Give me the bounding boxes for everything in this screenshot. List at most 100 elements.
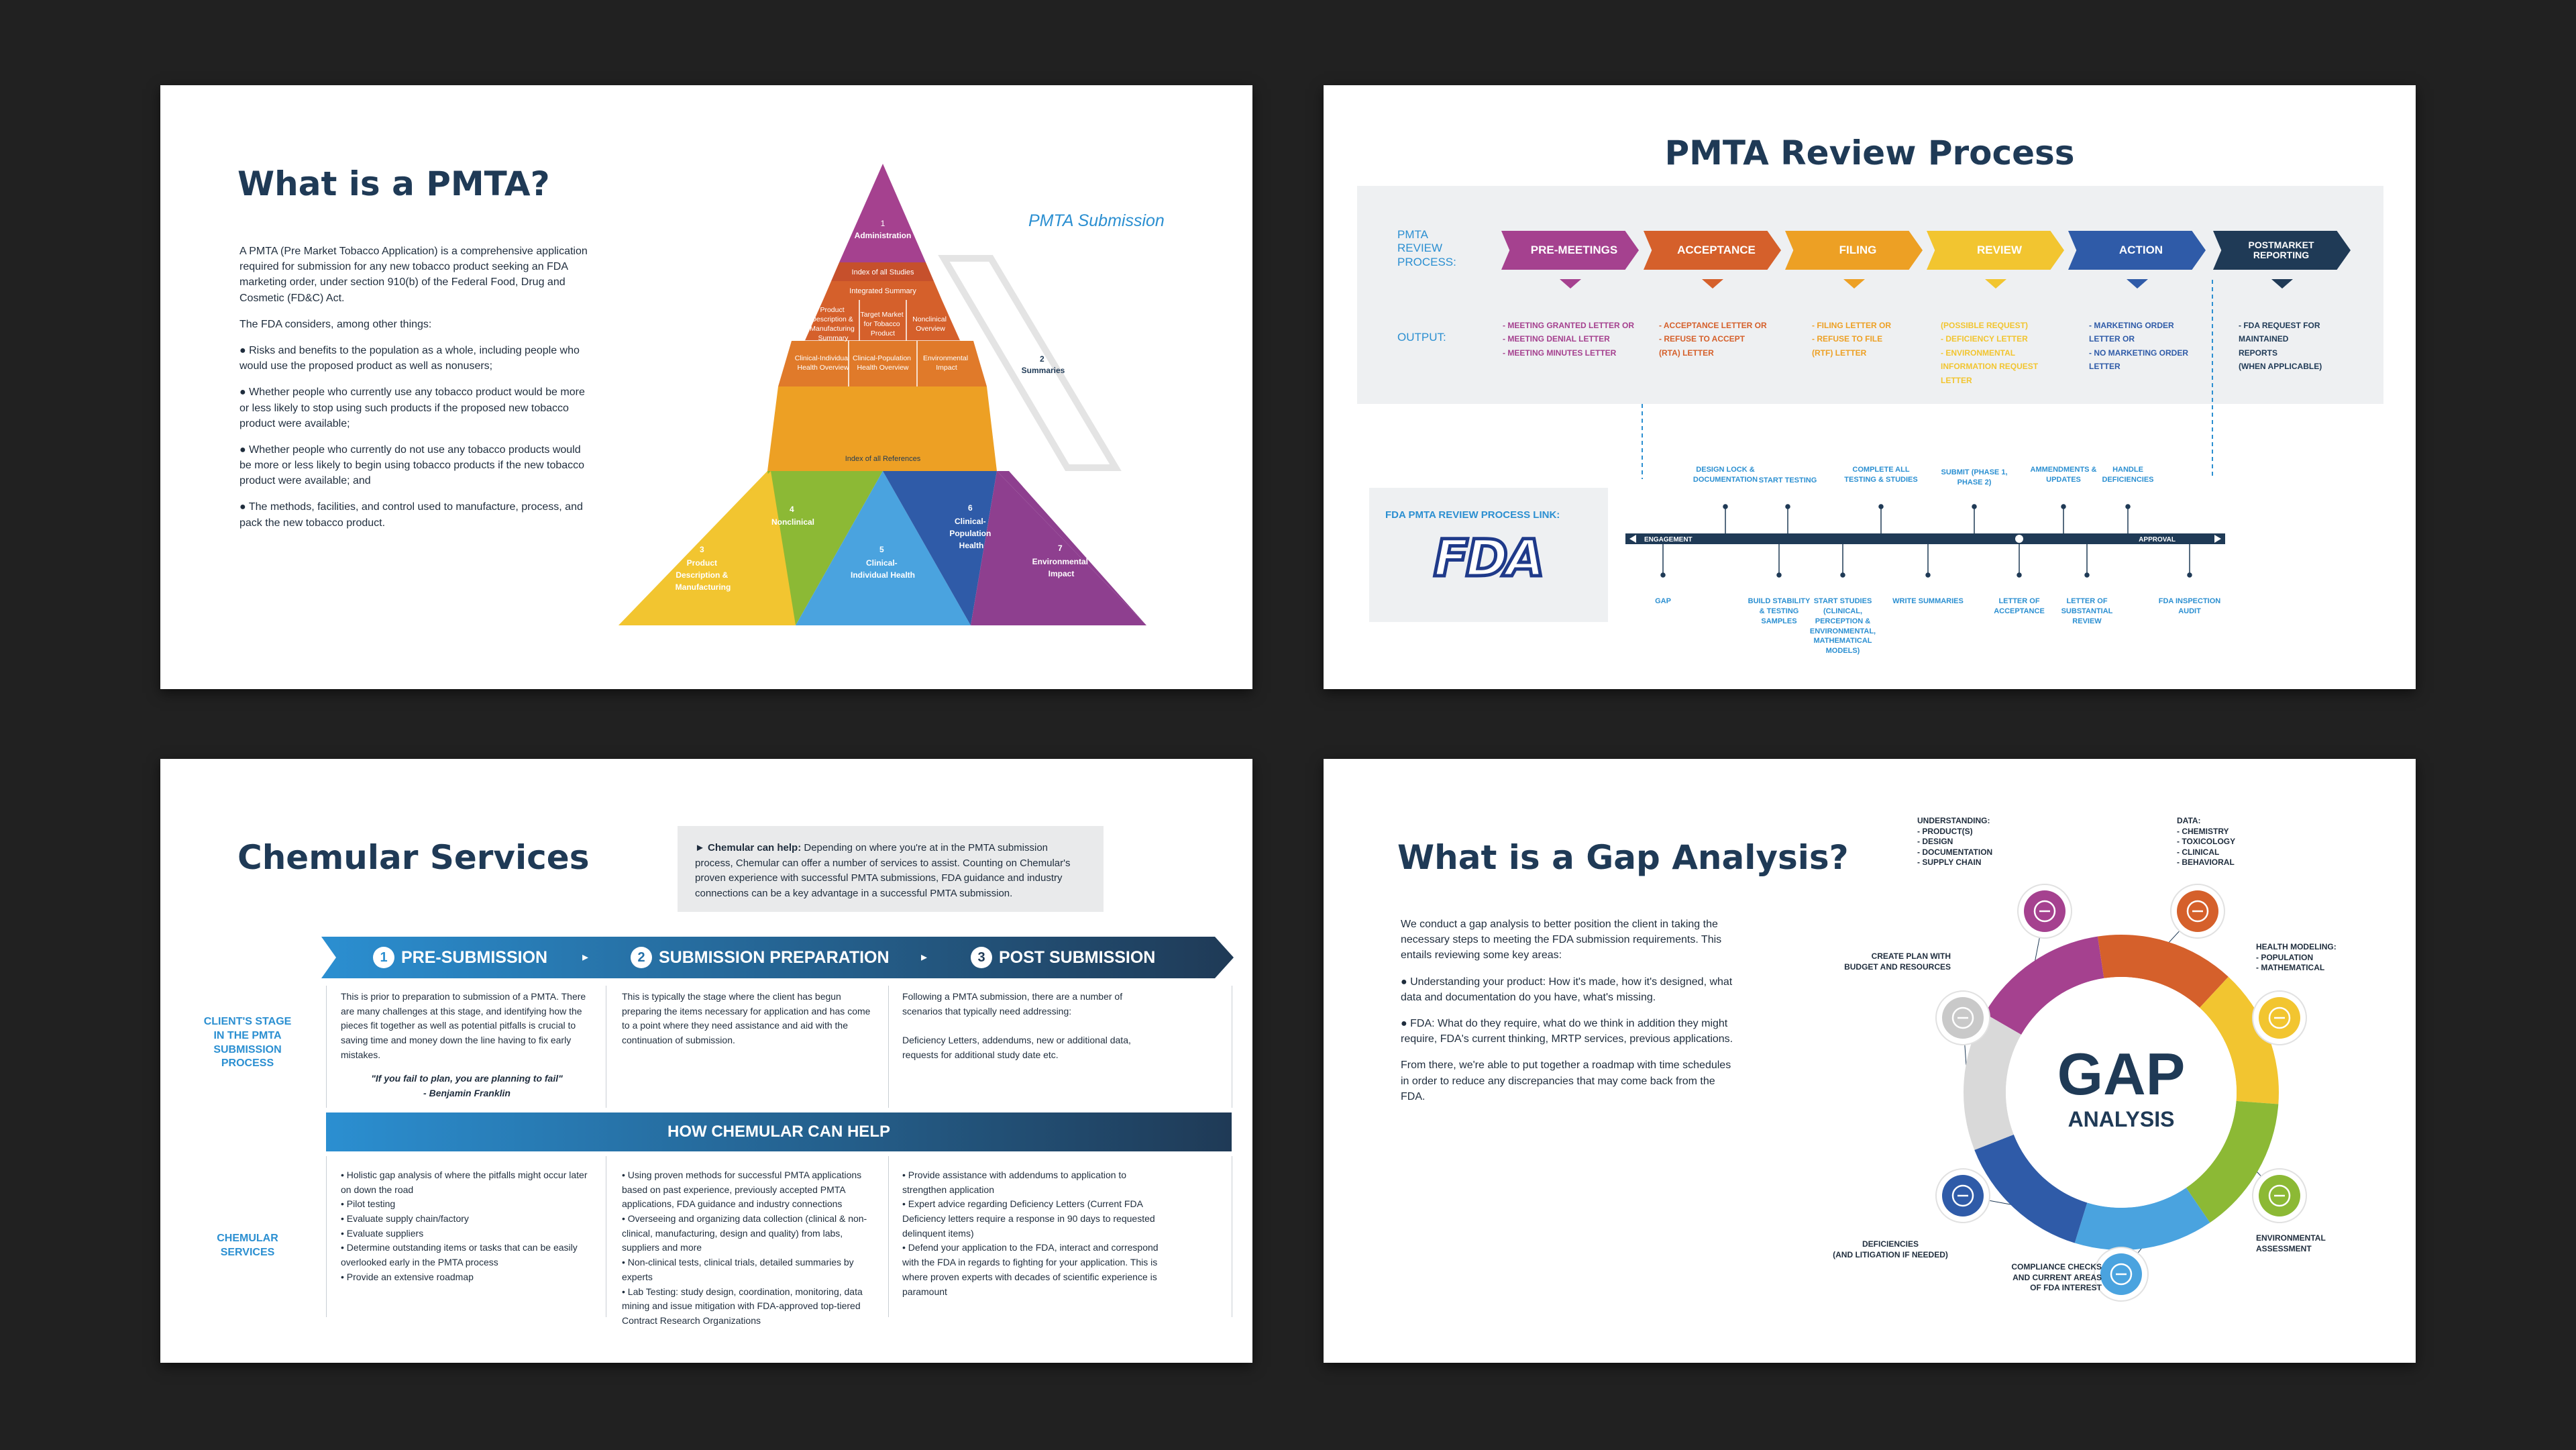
index-references-row xyxy=(767,386,997,471)
leaf-icon xyxy=(2252,1168,2307,1223)
stage-output-marker xyxy=(1984,279,2006,289)
ring-segment xyxy=(2074,1188,2210,1250)
stage-chevron-pre-meetings: PRE-MEETINGS xyxy=(1501,231,1639,270)
fda-link-label: FDA PMTA REVIEW PROCESS LINK: xyxy=(1385,509,1560,521)
service-cell-post-submission: • Provide assistance with addendums to a… xyxy=(902,1170,1159,1297)
phase-number-badge: 2 xyxy=(631,947,652,968)
stage-chevron-review: REVIEW xyxy=(1927,231,2064,270)
output-review: (POSSIBLE REQUEST)- DEFICIENCY LETTER- E… xyxy=(1941,321,2039,385)
ring-segment xyxy=(1984,936,2104,1035)
consider-bullet: ● Risks and benefits to the population a… xyxy=(239,344,580,372)
arrow-right-icon: ▸ xyxy=(921,950,928,964)
summaries-label: 2 Summaries xyxy=(1022,354,1065,375)
timeline-start-label: ENGAGEMENT xyxy=(1644,536,1693,543)
integrated-summary-row xyxy=(823,281,942,300)
node-label-deficiencies: DEFICIENCIES(AND LITIGATION IF NEEDED) xyxy=(1833,1239,1948,1259)
phase-post-submission[interactable]: 3 POST SUBMISSION xyxy=(971,937,1155,978)
gap-paragraph: We conduct a gap analysis to better posi… xyxy=(1401,919,1722,962)
consider-bullet: ● Whether people who currently do not us… xyxy=(239,444,585,487)
stage-output-marker xyxy=(1559,279,1581,289)
service-cell-pre-submission: • Holistic gap analysis of where the pit… xyxy=(341,1170,588,1282)
module-7-label: 7 Environmental Impact xyxy=(1032,543,1091,578)
stage-output-marker xyxy=(1701,279,1723,289)
timeline-event: FDA INSPECTION AUDIT xyxy=(2158,597,2221,615)
phase-submission-preparation[interactable]: 2 SUBMISSION PREPARATION xyxy=(631,937,890,978)
module-3-label: 3 Product Description & Manufacturing xyxy=(676,545,731,592)
gap-big-label: GAP xyxy=(2057,1041,2186,1107)
module-6-segment xyxy=(883,471,997,625)
timeline-event: DESIGN LOCK & DOCUMENTATION xyxy=(1693,466,1758,484)
fda-considers: The FDA considers, among other things: xyxy=(239,318,432,330)
gap-small-label: ANALYSIS xyxy=(2068,1107,2175,1131)
slide-pmta-review-process: PMTA Review Process PMTA REVIEW PROCESS:… xyxy=(1324,85,2416,689)
module-4-segment xyxy=(767,471,883,625)
engagement-timeline: ENGAGEMENT APPROVAL xyxy=(1625,280,2225,578)
slide-gap-analysis: What is a Gap Analysis? We conduct a gap… xyxy=(1324,759,2416,1363)
ring-segment xyxy=(2186,1100,2279,1223)
help-lead: ► Chemular can help: xyxy=(695,842,802,853)
clinical-individual-overview-label: Clinical-Individual Health Overview xyxy=(795,354,852,372)
phase-label: POST SUBMISSION xyxy=(999,947,1156,967)
admin-label: Administration xyxy=(855,231,912,240)
stage-output-marker xyxy=(1843,279,1865,289)
module-7-segment xyxy=(971,471,1146,625)
timeline-event: AMMENDMENTS & UPDATES xyxy=(2030,466,2097,484)
stage-cell-pre-submission: This is prior to preparation to submissi… xyxy=(341,990,593,1101)
timeline-event: SUBMIT (PHASE 1, PHASE 2) xyxy=(1941,468,2008,486)
ring-segment xyxy=(1964,1013,2022,1150)
people-icon xyxy=(2252,990,2307,1045)
phase-label: PRE-SUBMISSION xyxy=(401,947,548,967)
phase-pre-submission[interactable]: 1 PRE-SUBMISSION xyxy=(373,937,547,978)
stage-cell-submission-preparation: This is typically the stage where the cl… xyxy=(622,991,871,1046)
product-desc-summary-label: Product Description & Manufacturing Summ… xyxy=(810,306,856,342)
help-text: Depending on where you're at in the PMTA… xyxy=(695,842,1071,899)
node-label-health-modeling: HEALTH MODELING:- POPULATION- MATHEMATIC… xyxy=(2256,942,2337,973)
timeline-event: START TESTING xyxy=(1758,476,1817,484)
phase-number-badge: 3 xyxy=(971,947,992,968)
output-pre-meetings: - MEETING GRANTED LETTER OR- MEETING DEN… xyxy=(1503,321,1634,358)
process-label: PMTA REVIEW PROCESS: xyxy=(1397,228,1456,268)
pmta-pyramid-diagram: 1 Administration Index of all Studies In… xyxy=(619,164,1146,625)
arrow-right-icon: ▸ xyxy=(582,950,589,964)
quote: "If you fail to plan, you are planning t… xyxy=(371,1073,563,1084)
fda-logo[interactable]: FDA xyxy=(1432,527,1547,590)
output-label: OUTPUT: xyxy=(1397,331,1446,344)
timeline-event: START STUDIES (CLINICAL, PERCEPTION & EN… xyxy=(1809,597,1876,656)
pyramid-admin-segment xyxy=(839,164,926,262)
gap-analysis-wheel: GAP ANALYSIS xyxy=(1935,884,2307,1302)
module-5-segment xyxy=(796,471,971,625)
module-5-label: 5 Clinical- Individual Health xyxy=(851,545,915,580)
health-overview-row xyxy=(778,341,987,386)
timeline-event: GAP xyxy=(1655,597,1671,605)
slide-title: What is a Gap Analysis? xyxy=(1397,838,1849,877)
chart-icon xyxy=(2170,884,2225,939)
stage-chevron-action: ACTION xyxy=(2068,231,2206,270)
ring-segment xyxy=(2097,935,2229,1008)
pmta-submission-label: PMTA Submission xyxy=(1028,211,1165,230)
consider-bullet: ● Whether people who currently use any t… xyxy=(239,386,585,429)
slide-title: PMTA Review Process xyxy=(1664,134,2075,172)
magnifier-icon xyxy=(2017,884,2072,939)
node-label-understanding: UNDERSTANDING:- PRODUCT(S)- DESIGN- DOCU… xyxy=(1917,816,1993,868)
quote-author: - Benjamin Franklin xyxy=(423,1088,511,1099)
fda-link-box[interactable]: FDA PMTA REVIEW PROCESS LINK: FDA xyxy=(1369,488,1608,622)
timeline-event: LETTER OF SUBSTANTIAL REVIEW xyxy=(2061,597,2113,625)
stage-cell-post-submission: Following a PMTA submission, there are a… xyxy=(902,991,1131,1061)
stage-chevron-filing: FILING xyxy=(1785,231,1923,270)
timeline-event: HANDLE DEFICIENCIES xyxy=(2102,466,2154,484)
pmta-description: A PMTA (Pre Market Tobacco Application) … xyxy=(239,244,595,541)
gap-paragraph: ● FDA: What do they require, what do we … xyxy=(1401,1017,1733,1045)
gap-paragraph: From there, we're able to put together a… xyxy=(1401,1059,1731,1102)
stage-chevron-acceptance: ACCEPTANCE xyxy=(1644,231,1781,270)
node-label-data: DATA:- CHEMISTRY- TOXICOLOGY- CLINICAL- … xyxy=(2177,816,2236,868)
ring-segment xyxy=(2199,976,2279,1104)
slide-title: What is a PMTA? xyxy=(237,164,550,203)
checklist-icon xyxy=(2094,1247,2149,1302)
chemular-help-box: ► Chemular can help: Depending on where … xyxy=(678,826,1104,912)
